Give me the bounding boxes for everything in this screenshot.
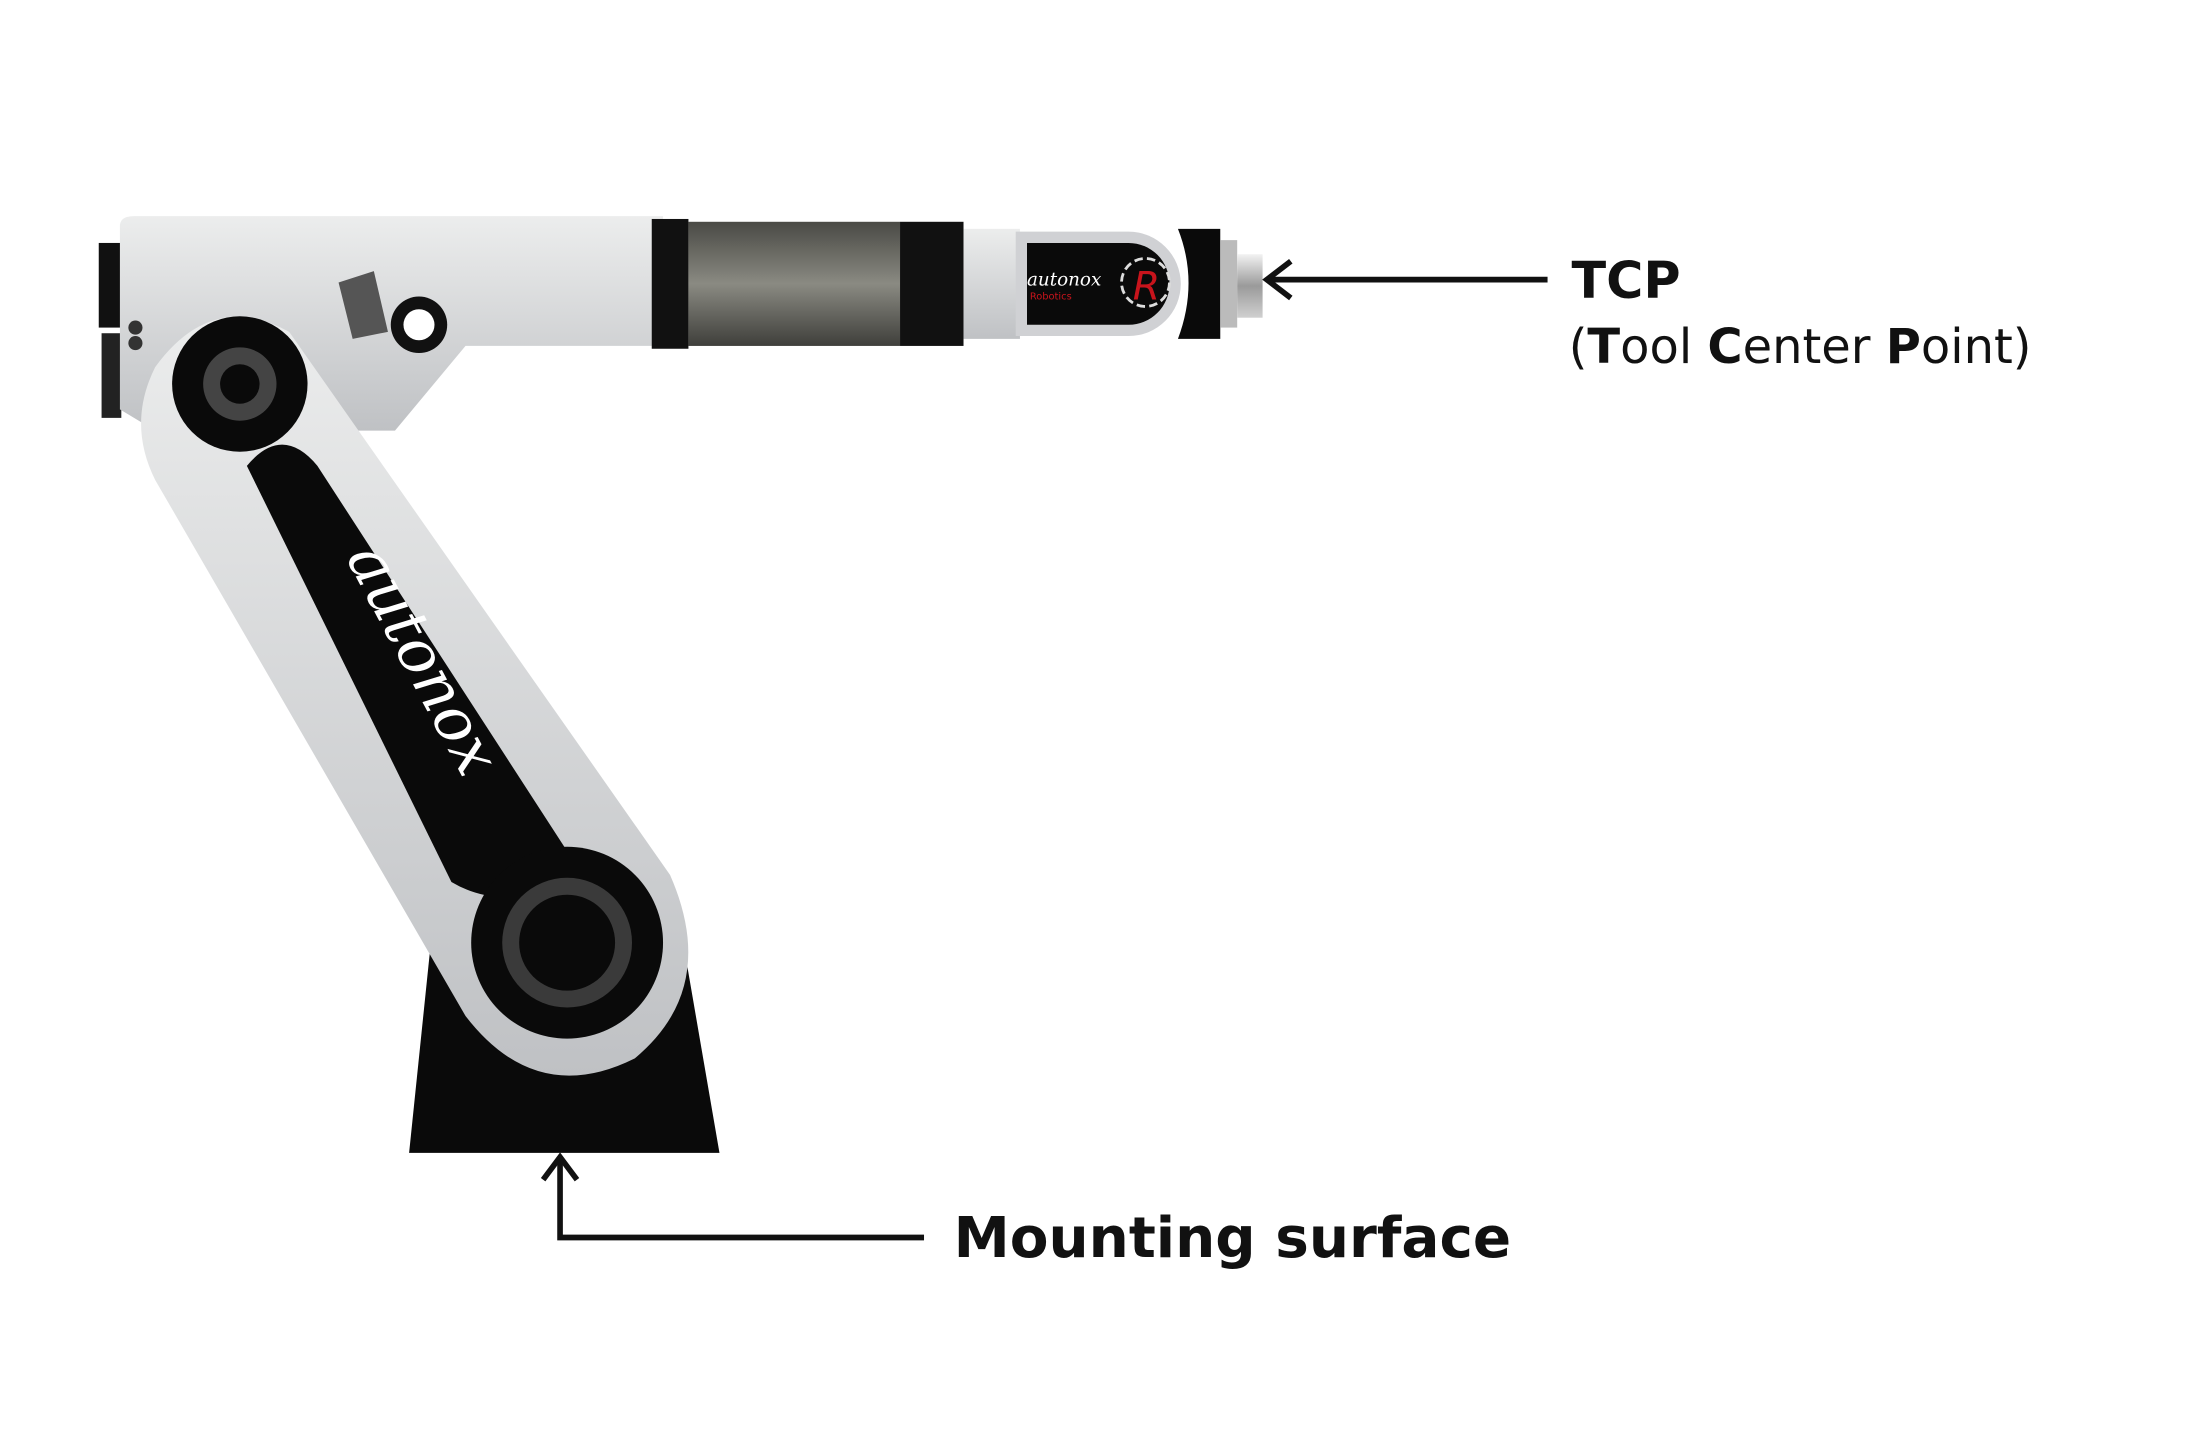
wrist: autonox Robotics R (963, 228, 1263, 339)
lower-arm: autonox (141, 316, 689, 1076)
tcp-subtitle: (Tool Center Point) (1569, 319, 2032, 375)
carbon-tube (651, 218, 964, 349)
wrist-sublogo: Robotics (1030, 291, 1072, 302)
mounting-surface-label: Mounting surface (954, 1206, 1512, 1271)
tcp-title: TCP (1572, 251, 1681, 310)
r-emblem: R (1133, 263, 1160, 309)
tcp-arrow (1262, 259, 1548, 301)
wrist-label-plate (1027, 242, 1170, 325)
wrist-logo: autonox (1027, 269, 1102, 290)
tool-flange (1237, 254, 1263, 318)
mounting-arrow (540, 1152, 925, 1241)
gear-icon (1120, 257, 1171, 308)
